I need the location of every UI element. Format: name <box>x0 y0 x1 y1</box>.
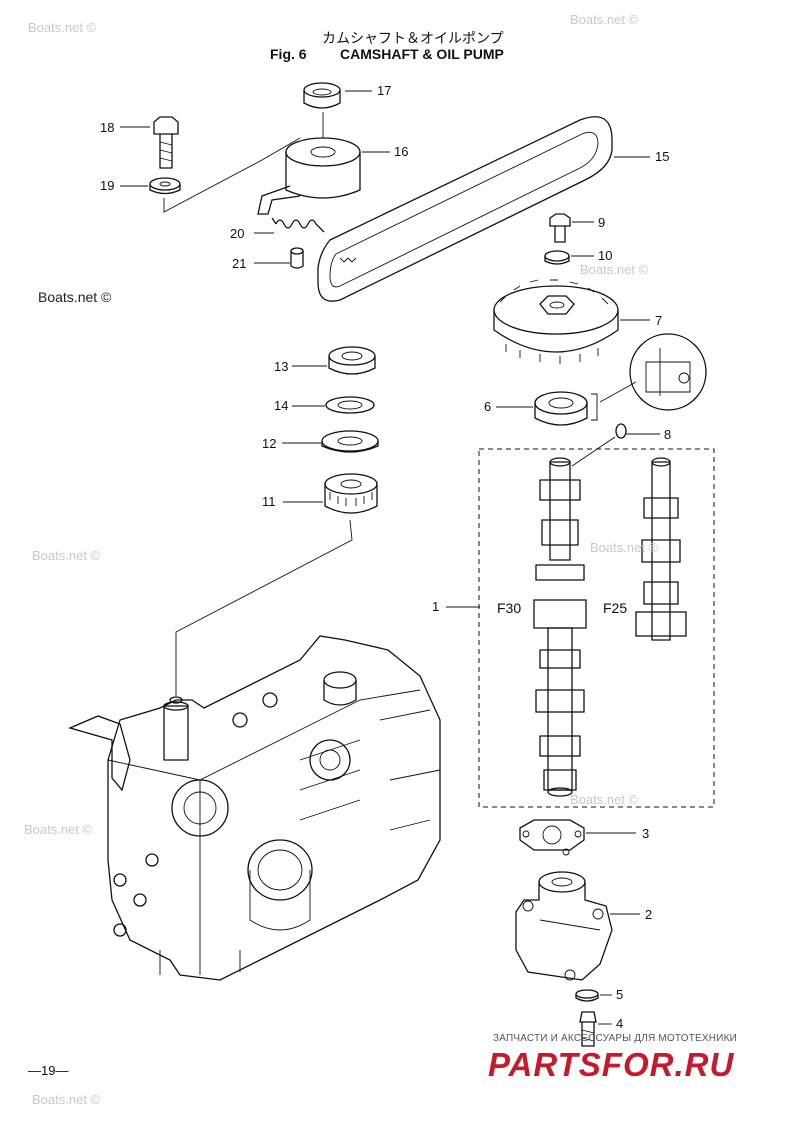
callout-12: 12 <box>262 436 277 451</box>
callout-21: 21 <box>232 256 247 271</box>
part-5-washer[interactable] <box>575 989 599 1002</box>
part-8-dowel-pin[interactable] <box>615 423 627 439</box>
part-6-oil-seal[interactable] <box>534 391 588 426</box>
callout-7: 7 <box>655 313 663 328</box>
leader-pin <box>571 436 616 467</box>
part-13-nut[interactable] <box>328 346 376 375</box>
part-3-gasket[interactable] <box>519 819 585 856</box>
bracket <box>591 393 598 421</box>
callout-8: 8 <box>664 427 672 442</box>
part-12-plate[interactable] <box>321 430 379 453</box>
callout-14: 14 <box>274 398 289 413</box>
callout-9: 9 <box>598 215 606 230</box>
part-15-timing-belt[interactable] <box>317 116 613 302</box>
callout-18: 18 <box>100 120 115 135</box>
part-9-bolt[interactable] <box>549 213 571 243</box>
watermark: Boats.net © <box>32 1092 101 1107</box>
part-18-bolt[interactable] <box>153 116 179 169</box>
callout-4: 4 <box>616 1016 624 1031</box>
watermark: Boats.net © <box>590 540 659 555</box>
camshaft-variant-box <box>478 448 715 808</box>
page-number: —19— <box>28 1063 69 1078</box>
callout-6: 6 <box>484 399 492 414</box>
watermark: Boats.net © <box>32 548 101 563</box>
part-1-camshaft-f25[interactable] <box>635 457 687 641</box>
detail-leader <box>599 381 637 403</box>
engine-block <box>68 635 441 981</box>
callout-16: 16 <box>394 144 409 159</box>
watermark: Boats.net © <box>24 822 93 837</box>
part-11-drive-pulley[interactable] <box>324 473 378 514</box>
part-2-oil-pump[interactable] <box>515 871 613 981</box>
detail-callout-circle <box>629 333 707 411</box>
watermark: Boats.net © <box>570 12 639 27</box>
title-japanese: カムシャフト＆オイルポンプ <box>322 31 504 47</box>
callout-13: 13 <box>274 359 289 374</box>
callout-leaders <box>120 90 660 1025</box>
part-19-washer[interactable] <box>149 177 181 195</box>
part-20-spring[interactable] <box>271 217 325 233</box>
callout-2: 2 <box>645 907 653 922</box>
figure-title: CAMSHAFT & OIL PUMP <box>340 46 504 62</box>
part-17-cap[interactable] <box>303 82 341 109</box>
watermark: Boats.net © <box>580 262 649 277</box>
callout-17: 17 <box>377 83 392 98</box>
part-7-driven-pulley[interactable] <box>493 279 619 364</box>
watermark: Boats.net © <box>570 792 639 807</box>
watermark: Boats.net © <box>38 289 112 305</box>
callout-10: 10 <box>598 248 613 263</box>
leader-pulley-to-block <box>175 519 353 696</box>
callout-3: 3 <box>642 826 650 841</box>
variant-label-f30: F30 <box>497 600 522 616</box>
part-4-bolt[interactable] <box>579 1011 597 1047</box>
part-10-washer[interactable] <box>544 250 570 265</box>
part-1-camshaft-f30[interactable] <box>533 457 587 797</box>
callout-1: 1 <box>432 599 440 614</box>
advert-logo[interactable]: PARTSFOR.RU <box>488 1046 735 1083</box>
leader-bolt-to-tensioner <box>163 137 301 213</box>
part-21-pin[interactable] <box>290 247 304 269</box>
part-14-washer[interactable] <box>325 396 375 414</box>
callout-5: 5 <box>616 987 624 1002</box>
variant-label-f25: F25 <box>603 600 628 616</box>
callout-20: 20 <box>230 226 245 241</box>
watermark: Boats.net © <box>28 20 97 35</box>
callout-19: 19 <box>100 178 115 193</box>
callout-15: 15 <box>655 149 670 164</box>
part-16-tensioner[interactable] <box>257 112 361 215</box>
callout-11: 11 <box>262 494 276 509</box>
figure-number: Fig. 6 <box>270 46 307 62</box>
advert-subtitle: ЗАПЧАСТИ И АКСЕССУАРЫ ДЛЯ МОТОТЕХНИКИ <box>493 1033 738 1044</box>
